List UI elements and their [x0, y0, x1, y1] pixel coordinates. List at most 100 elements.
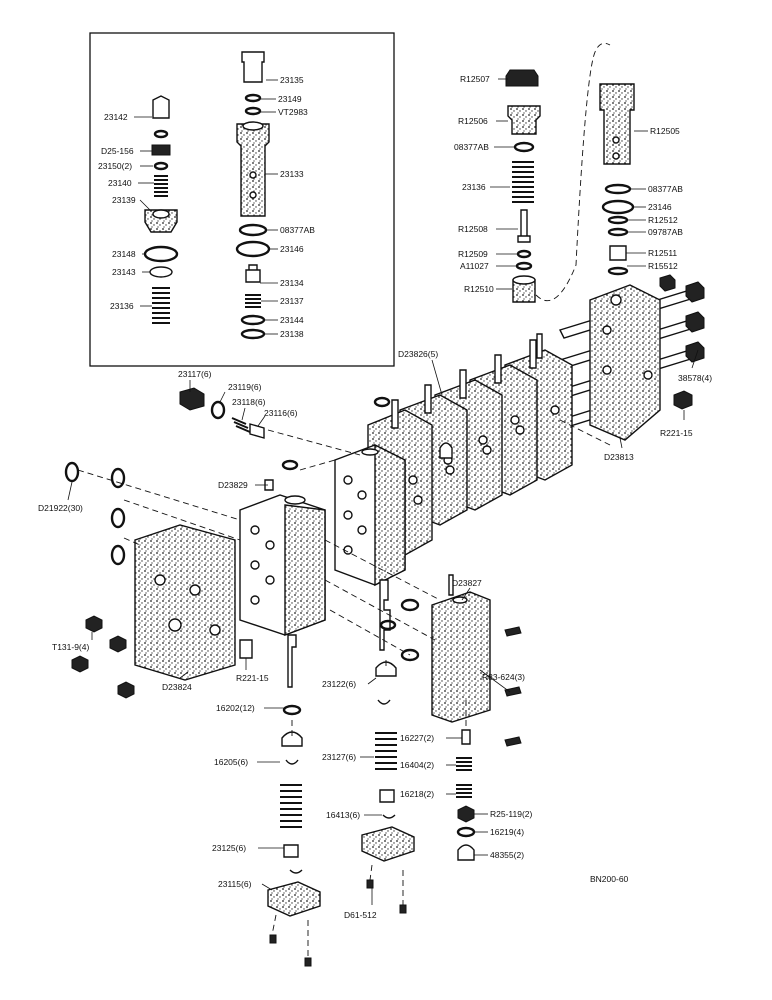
label-48355: 48355(2) — [490, 850, 524, 860]
nut-r12507 — [505, 69, 539, 87]
label-r12510: R12510 — [464, 284, 494, 294]
label-23133: 23133 — [280, 169, 304, 179]
label-23125: 23125(6) — [212, 843, 246, 853]
rod-nut — [685, 311, 705, 333]
label-r25-119: R25-119(2) — [490, 809, 533, 819]
washer — [153, 129, 169, 139]
label-d23826: D23826(5) — [398, 349, 438, 359]
rod-nut — [685, 281, 705, 303]
label-23127: 23127(6) — [322, 752, 356, 762]
label-23150: 23150(2) — [98, 161, 132, 171]
hole — [249, 171, 257, 179]
plug-top — [512, 275, 536, 285]
label-16218: 16218(2) — [400, 789, 434, 799]
label-a11027: A11027 — [460, 261, 489, 271]
label-16227: 16227(2) — [400, 733, 434, 743]
label-23149: 23149 — [278, 94, 302, 104]
plug-hole — [152, 209, 170, 219]
label-d23813: D23813 — [604, 452, 634, 462]
label-r221-15-b: R221-15 — [236, 673, 269, 683]
label-23115: 23115(6) — [218, 879, 252, 889]
label-r12509: R12509 — [458, 249, 488, 259]
label-d23824: D23824 — [162, 682, 192, 692]
label-23135: 23135 — [280, 75, 304, 85]
label-23117: 23117(6) — [178, 369, 212, 379]
label-08377ab-a: 08377AB — [454, 142, 489, 152]
relief-valve-dashed-path — [535, 42, 611, 302]
label-t131-9: T131-9(4) — [52, 642, 89, 652]
label-23140: 23140 — [108, 178, 132, 188]
label-d21922: D21922(30) — [38, 503, 83, 513]
relief-valve-left-stack — [505, 69, 541, 303]
body-23133 — [236, 123, 270, 217]
label-23142: 23142 — [104, 112, 128, 122]
label-23137: 23137 — [280, 296, 304, 306]
inset-frame — [89, 32, 395, 367]
inset-left-column — [143, 95, 179, 324]
label-d23829: D23829 — [218, 480, 248, 490]
label-r15512: R15512 — [648, 261, 678, 271]
ring-23146 — [235, 240, 271, 258]
ring-08377ab — [238, 223, 268, 237]
label-d25-156: D25-156 — [101, 146, 134, 156]
oring-23148 — [143, 245, 179, 263]
label-r12505: R12505 — [650, 126, 680, 136]
nut-t131-9 — [109, 635, 127, 653]
nut-d25-156 — [151, 144, 171, 156]
label-23116: 23116(6) — [264, 408, 298, 418]
label-16202: 16202(12) — [216, 703, 255, 713]
label-vt2983: VT2983 — [278, 107, 308, 117]
ring-vt2983 — [244, 106, 262, 116]
spring-23140 — [154, 175, 168, 197]
outlet-section-d23827 — [431, 591, 491, 723]
cap-23142 — [152, 95, 170, 119]
figure-code: BN200-60 — [590, 874, 629, 884]
label-23138: 23138 — [280, 329, 304, 339]
label-23136-relief: 23136 — [462, 182, 486, 192]
label-23136-inset: 23136 — [110, 301, 134, 311]
label-r221-15-a: R221-15 — [660, 428, 693, 438]
label-16219: 16219(4) — [490, 827, 524, 837]
plug-r221-15-left — [239, 639, 253, 659]
ring-23138 — [240, 328, 266, 340]
main-leaders — [67, 349, 699, 905]
label-23134: 23134 — [280, 278, 304, 288]
spool-cap — [439, 442, 453, 459]
rod-nut — [685, 341, 705, 363]
label-r12511: R12511 — [648, 248, 677, 258]
spool-inlet — [287, 634, 297, 688]
inset-right-column — [235, 51, 271, 340]
lower-parts-middle — [361, 661, 415, 914]
ring-r15512 — [607, 266, 629, 276]
ring-08377ab — [604, 183, 632, 195]
ring-23149 — [244, 93, 262, 103]
spring-23137 — [245, 294, 261, 308]
lower-parts-right — [456, 729, 476, 861]
ring-r12509 — [516, 249, 532, 259]
main-labels: D23826(5) 23117(6) 23119(6) 23118(6) 231… — [38, 349, 712, 920]
label-23146-inset: 23146 — [280, 244, 304, 254]
fitting-23135 — [241, 51, 265, 83]
label-d23827: D23827 — [452, 578, 482, 588]
inset-labels: 23142 D25-156 23150(2) 23140 23139 23148… — [98, 75, 315, 339]
label-r12508: R12508 — [458, 224, 488, 234]
label-16413: 16413(6) — [326, 810, 360, 820]
label-08377ab-inset: 08377AB — [280, 225, 315, 235]
label-r12506: R12506 — [458, 116, 488, 126]
seat-r12511 — [609, 245, 627, 261]
inset-leaders — [134, 79, 278, 335]
ring-09787ab — [607, 227, 629, 237]
cap-23117 — [179, 387, 205, 411]
label-09787ab: 09787AB — [648, 227, 683, 237]
nut-t131-9 — [117, 681, 135, 699]
ring-08377ab — [513, 141, 535, 153]
lower-parts-left — [267, 731, 321, 967]
orings-d21922 — [64, 461, 126, 566]
relief-valve-right-stack — [599, 83, 635, 276]
label-23122: 23122(6) — [322, 679, 356, 689]
label-16404: 16404(2) — [400, 760, 434, 770]
hole — [249, 191, 257, 199]
ring-23146 — [601, 199, 635, 215]
rod-nut — [659, 274, 676, 292]
